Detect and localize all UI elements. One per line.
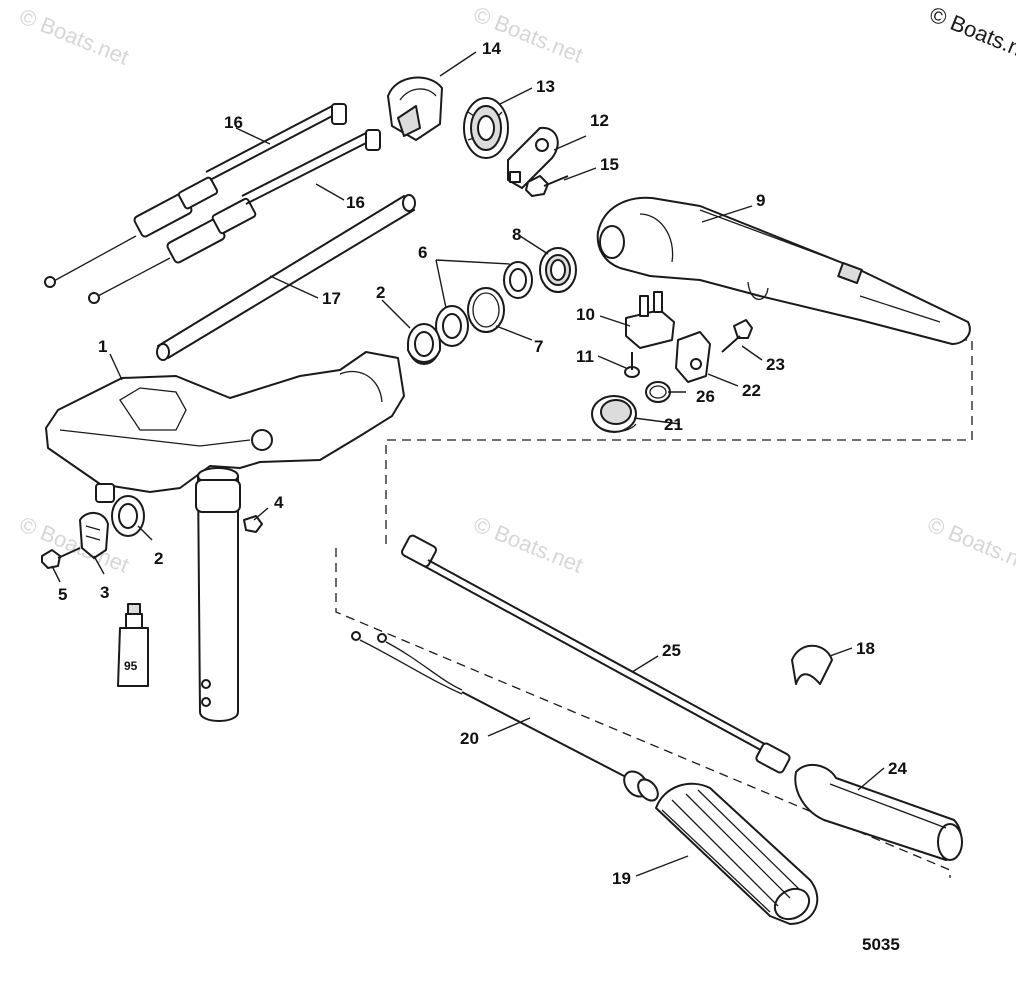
watermark-mid-center: © Boats.net [470, 511, 586, 577]
part-23-bolt [721, 319, 753, 353]
callout-8: 8 [512, 225, 521, 244]
watermark-mid-right: © Boats.net [924, 511, 1016, 577]
callout-14: 14 [482, 39, 501, 58]
part-21-knob [591, 395, 637, 433]
callout-17: 17 [322, 289, 341, 308]
callout-15: 15 [600, 155, 619, 174]
callout-10: 10 [576, 305, 595, 324]
tube-label-text: 95 [124, 659, 138, 673]
callout-16-upper: 16 [224, 113, 243, 132]
callout-3: 3 [100, 583, 109, 602]
part-4-screw [243, 515, 263, 533]
callout-19: 19 [612, 869, 631, 888]
callout-4: 4 [274, 493, 284, 512]
part-1-swivel-bracket [45, 351, 405, 722]
callout-20: 20 [460, 729, 479, 748]
part-20-harness [351, 631, 659, 802]
part-11-screw [624, 352, 640, 378]
callouts: 1 2 2 3 4 5 6 7 8 9 10 11 12 13 14 15 16… [58, 39, 907, 888]
callout-24: 24 [888, 759, 907, 778]
part-2-bushing-lower [111, 495, 145, 537]
part-2-bushing-upper [407, 323, 441, 365]
part-17-rod [156, 194, 416, 361]
callout-6: 6 [418, 243, 427, 262]
part-14-clamp [387, 76, 443, 141]
callout-22: 22 [742, 381, 761, 400]
callout-2-upper: 2 [376, 283, 385, 302]
leader-lines [51, 51, 885, 877]
callout-7: 7 [534, 337, 543, 356]
callout-25: 25 [662, 641, 681, 660]
part-7-oring [467, 287, 505, 333]
part-13-ring [463, 97, 509, 159]
callout-12: 12 [590, 111, 609, 130]
lubricant-tube: 95 [117, 603, 149, 687]
dashed-line-throttle [335, 548, 951, 878]
part-18-clip [791, 644, 833, 685]
callout-1: 1 [98, 337, 107, 356]
part-12-plate [507, 126, 559, 189]
callout-2-lower: 2 [154, 549, 163, 568]
part-22-block [675, 331, 711, 383]
callout-26: 26 [696, 387, 715, 406]
part-24-insert [794, 763, 963, 861]
callout-5: 5 [58, 585, 67, 604]
callout-18: 18 [856, 639, 875, 658]
part-16-cables [44, 103, 381, 304]
part-19-grip [655, 782, 819, 925]
part-9-tiller-handle [596, 196, 971, 345]
part-5-bolt [41, 547, 81, 569]
part-25-shaft [401, 534, 791, 774]
part-10-clip [625, 291, 675, 349]
callout-11: 11 [576, 347, 594, 366]
callout-21: 21 [664, 415, 683, 434]
part-8-ring [539, 247, 577, 293]
callout-23: 23 [766, 355, 785, 374]
watermark-top-left: © Boats.net [16, 3, 132, 69]
callout-13: 13 [536, 77, 555, 96]
callout-16-lower: 16 [346, 193, 365, 212]
callout-9: 9 [756, 191, 765, 210]
part-15-screw [525, 175, 569, 197]
part-3-plate [79, 512, 109, 559]
part-26-ring [645, 381, 671, 403]
copyright-corner: © Boats.net [926, 1, 1016, 67]
part-6-washers [435, 261, 533, 347]
drawing-number: 5035 [862, 935, 900, 954]
assembly-lines [335, 339, 973, 878]
dashed-line-handle [385, 339, 973, 548]
